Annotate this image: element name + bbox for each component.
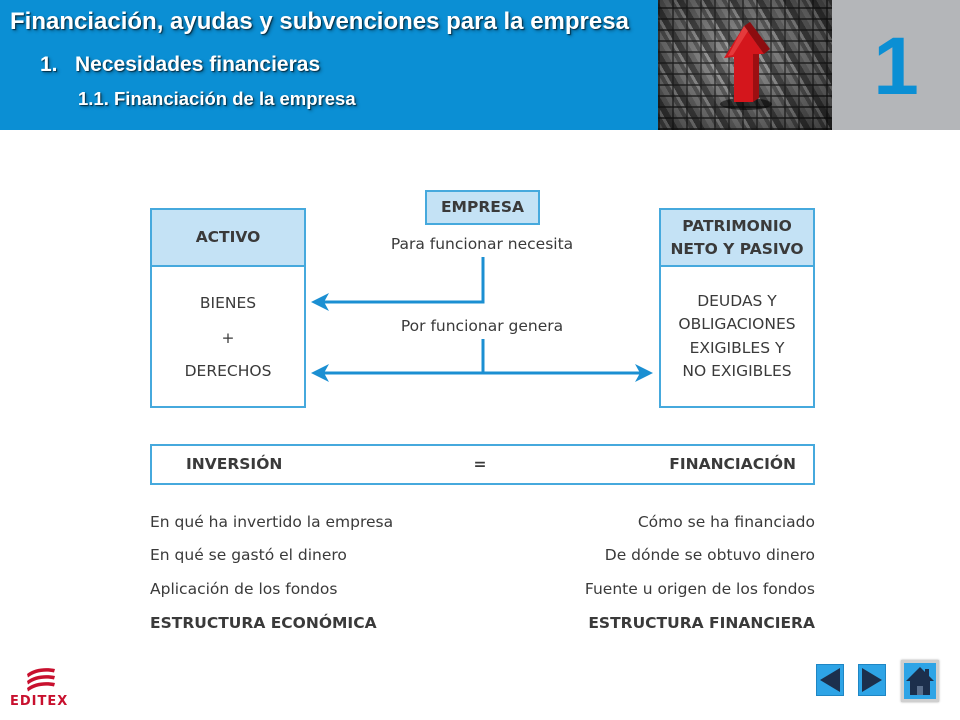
triangle-right-shape [862,668,882,692]
right-note: De dónde se obtuvo dinero [604,546,815,564]
equity-liabilities-header: PATRIMONIO NETO Y PASIVO [661,210,813,267]
equity-liabilities-title-line: NETO Y PASIVO [670,239,804,258]
home-shape [906,667,934,695]
assets-header: ACTIVO [152,210,304,267]
home-icon [906,667,934,695]
right-conclusion: ESTRUCTURA FINANCIERA [588,614,815,632]
section-title: Necesidades financieras [75,53,321,76]
logo-swoosh [27,668,55,678]
assets-item: + [221,329,235,347]
editex-logo-text: EDITEX [10,694,69,709]
equity-liabilities-title-line: PATRIMONIO [682,216,792,235]
equation-left: INVERSIÓN [186,455,283,473]
chapter-panel: 1 [832,0,960,130]
header-photo [658,0,832,130]
subsection-title: 1.1. Financiación de la empresa [78,88,356,109]
home-chimney [925,669,929,677]
equation-right: FINANCIACIÓN [669,455,796,473]
needs-arrow [311,257,485,311]
home-button[interactable] [901,660,939,702]
equity-liabilities-item: NO EXIGIBLES [682,361,792,380]
equity-liabilities-item: EXIGIBLES Y [689,338,785,357]
next-slide-button[interactable] [858,664,886,696]
needs-arrow-head [311,293,329,311]
arrow-shadow [720,98,772,110]
chapter-number: 1 [873,21,919,112]
company-label: EMPRESA [440,198,525,216]
assets-item: DERECHOS [184,362,272,380]
prev-slide-button[interactable] [816,664,844,696]
right-note: Fuente u origen de los fondos [584,580,815,598]
triangle-left-icon [820,668,840,692]
arrow-stem-side [753,51,759,102]
arrow-highlight [728,26,748,56]
home-door [917,686,923,695]
logo-swoosh [27,675,55,685]
equity-liabilities-item: OBLIGACIONES [678,315,796,334]
left-note: En qué ha invertido la empresa [150,513,394,531]
equity-liabilities-list: DEUDAS Y OBLIGACIONES EXIGIBLES Y NO EXI… [661,290,813,383]
equation-operator: = [473,455,487,473]
equity-liabilities-box: PATRIMONIO NETO Y PASIVO DEUDAS Y OBLIGA… [659,208,815,408]
generates-caption: Por funcionar genera [400,317,564,335]
red-arrow-graphic [720,22,772,110]
assets-item: BIENES [199,294,257,312]
left-note: Aplicación de los fondos [150,580,338,598]
equation-box: INVERSIÓN = FINANCIACIÓN [150,444,815,485]
left-note: En qué se gastó el dinero [150,546,347,564]
assets-box: ACTIVO BIENES + DERECHOS [150,208,306,408]
assets-title: ACTIVO [195,228,261,246]
generates-arrow-head-left [311,364,329,382]
left-conclusion: ESTRUCTURA ECONÓMICA [150,614,377,632]
generates-arrow-head-right [635,364,653,382]
generates-arrow [311,339,653,382]
triangle-right-icon [862,668,882,692]
arrow-head-side [744,22,770,54]
needs-arrow-line [324,257,485,304]
right-note: Cómo se ha financiado [637,513,815,531]
needs-caption: Para funcionar necesita [390,235,574,253]
header-band: Financiación, ayudas y subvenciones para… [0,0,658,130]
editex-swoosh-icon [27,668,55,692]
company-box: EMPRESA [425,190,540,225]
triangle-left-shape [820,668,840,692]
slide-title: Financiación, ayudas y subvenciones para… [10,8,629,35]
logo-swoosh [27,682,55,692]
equity-liabilities-item: DEUDAS Y [697,292,777,310]
section-number: 1. [40,53,58,76]
